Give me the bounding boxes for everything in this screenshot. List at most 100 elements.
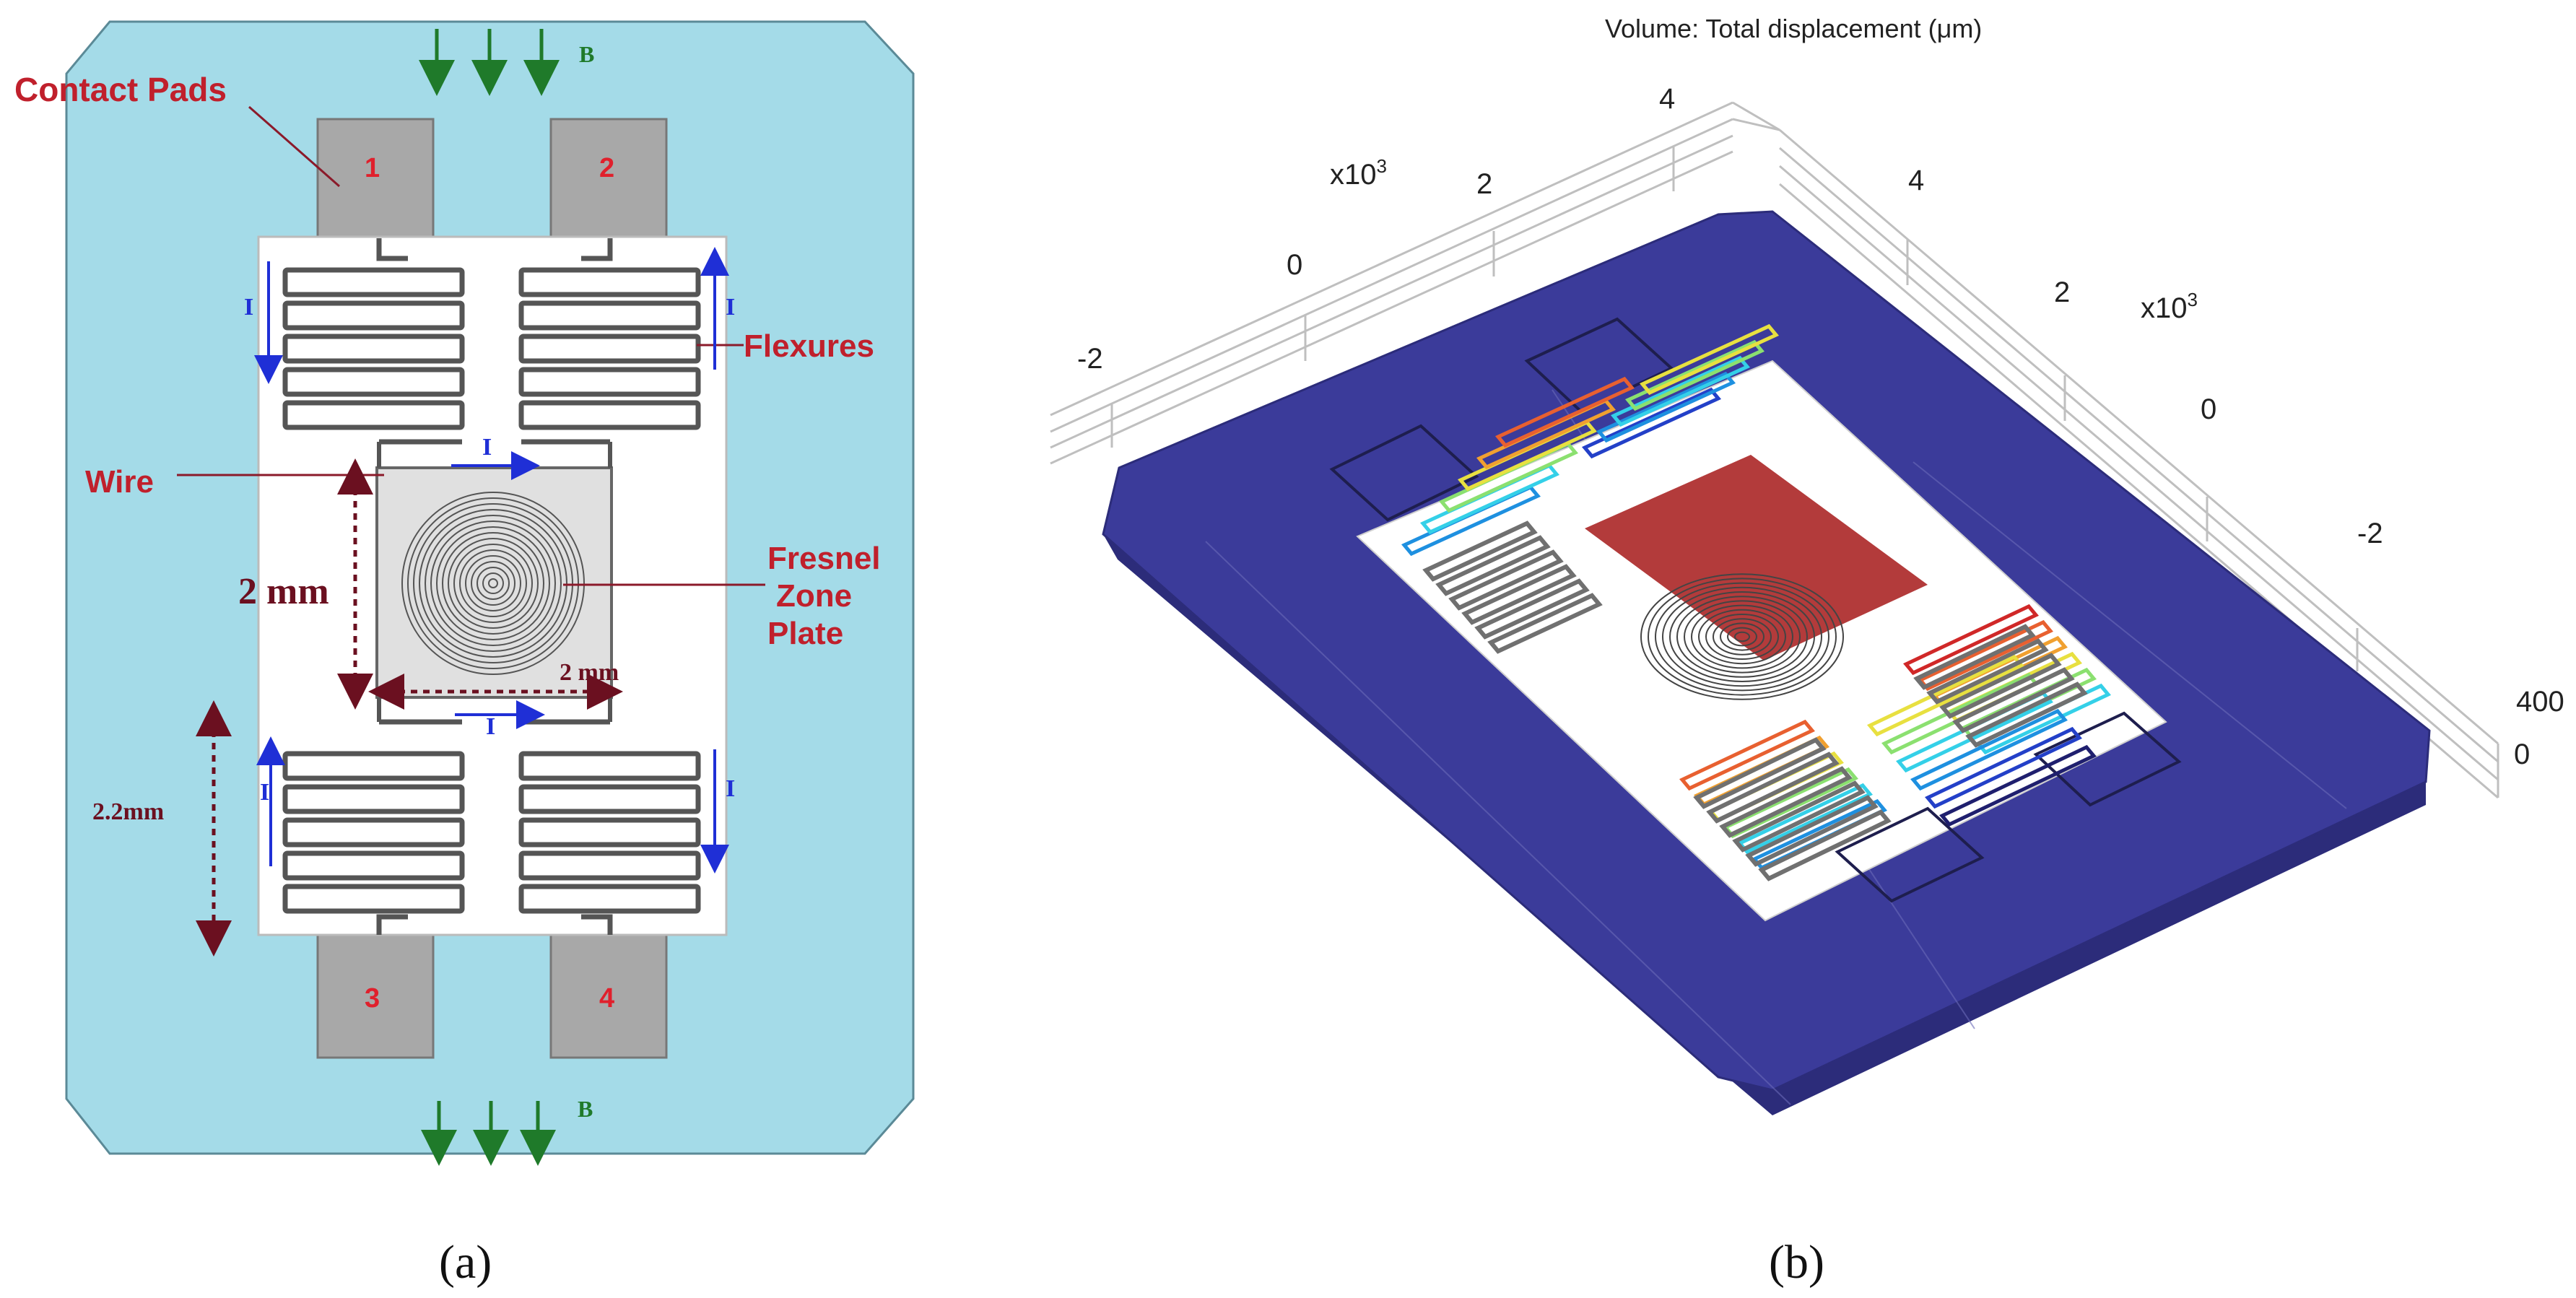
flexure-loop — [518, 400, 701, 430]
flexure-loop — [518, 267, 701, 297]
current-label-3: I — [260, 779, 269, 806]
field-label-top: B — [579, 41, 594, 67]
fzp-ring — [488, 578, 498, 588]
fzp-ring — [430, 520, 556, 646]
fzp-ring-3d — [1734, 631, 1750, 643]
displaced-flexure-loop — [1939, 744, 2097, 827]
current-arrows — [254, 247, 729, 874]
undeformed-flexure-loop — [1939, 653, 2062, 719]
fzp-ring — [465, 555, 521, 611]
current-label-4: I — [726, 775, 735, 802]
fzp-ring — [459, 549, 527, 617]
dim-2-2mm-label: 2.2mm — [92, 798, 164, 825]
pad-number-3: 3 — [365, 983, 380, 1014]
dim-2mm-horizontal-label: 2 mm — [560, 659, 619, 686]
fzp-ring — [425, 515, 562, 652]
undeformed-flexure-loop — [1435, 535, 1551, 596]
flexure-connector — [376, 238, 408, 261]
flexure-loop — [282, 817, 465, 848]
fzp-ring — [413, 503, 573, 663]
fzp-ring-3d — [1698, 609, 1786, 665]
undeformed-flexure-loop — [1693, 737, 1827, 809]
x-tick-2: 2 — [1476, 168, 1492, 200]
flexure-loop — [518, 334, 701, 364]
fzp-ring-3d — [1691, 604, 1793, 669]
flexure-loop — [518, 367, 701, 397]
fzp-ring-3d — [1727, 627, 1757, 647]
plot-title: Volume: Total displacement (μm) — [1605, 14, 1982, 43]
y-multiplier: x103 — [2141, 289, 2198, 324]
x-tick-0: 0 — [1287, 249, 1302, 281]
fzp-ring-3d — [1640, 573, 1844, 700]
pad-number-4: 4 — [599, 983, 614, 1014]
x-tick--2: -2 — [1077, 343, 1103, 375]
displaced-flexure-loop — [1946, 651, 2082, 723]
flexure-connector — [581, 238, 613, 261]
fzp-ring-3d — [1720, 622, 1765, 651]
caption-a: (a) — [439, 1236, 492, 1289]
flexure-loop — [518, 884, 701, 914]
fzp-ring — [442, 532, 544, 635]
fzp-ring — [471, 561, 515, 606]
field-label-bottom: B — [578, 1096, 593, 1122]
fzp-ring — [477, 567, 510, 600]
displaced-flexure-loop — [1581, 387, 1722, 459]
displaced-flexure-loop — [1610, 355, 1751, 427]
undeformed-flexure-loop — [1461, 564, 1577, 625]
fzp-ring-3d — [1684, 600, 1801, 674]
undeformed-flexure-loop — [1913, 624, 2036, 690]
undeformed-flexure-loop — [1448, 549, 1564, 611]
wire-label: Wire — [85, 464, 154, 500]
caption-b: (b) — [1769, 1236, 1824, 1289]
fzp-ring-3d — [1669, 591, 1815, 682]
fzp-ring-3d — [1676, 596, 1808, 678]
fzp-ring-3d — [1662, 586, 1822, 687]
fzp-label-line1: Fresnel — [767, 541, 881, 576]
displaced-plate — [1585, 455, 1928, 661]
contact-pad-1 — [316, 118, 435, 243]
y-tick-0: 0 — [2201, 393, 2216, 425]
fzp-ring — [453, 544, 533, 623]
fzp-ring-3d — [1705, 614, 1779, 660]
displaced-flexure-loop — [1867, 654, 2024, 737]
flexure-loop — [282, 850, 465, 881]
fzp-ring — [448, 538, 539, 629]
undeformed-flexure-loop — [1706, 752, 1840, 824]
contact-pad-3 — [316, 933, 435, 1059]
undeformed-flexure-loop — [1965, 681, 2088, 748]
flexure-loop — [282, 751, 465, 781]
fzp-ring — [407, 497, 579, 669]
flexure-loop — [282, 400, 465, 430]
displaced-flexure-loop — [1596, 371, 1736, 443]
fzp-rings-3d — [1640, 573, 1844, 700]
pad-outlines — [1329, 317, 2182, 903]
undeformed-flexure-loop — [1732, 780, 1866, 853]
y-tick--2: -2 — [2357, 518, 2383, 549]
wire-top — [377, 442, 612, 468]
current-label-1: I — [244, 294, 253, 321]
y-tick-2: 2 — [2054, 276, 2070, 308]
pad-number-2: 2 — [599, 153, 614, 183]
flexure-loop — [518, 784, 701, 814]
flexure-connector — [376, 914, 408, 935]
current-label-6: I — [486, 713, 495, 740]
axis-frame — [1050, 101, 2499, 799]
flexure-loop — [518, 751, 701, 781]
flexure-loop — [518, 850, 701, 881]
field-arrows-top — [419, 29, 560, 96]
undeformed-flexure-loop — [1926, 638, 2049, 705]
flexures — [282, 238, 701, 935]
flexure-loop — [282, 334, 465, 364]
fzp-label-line2: Zone — [776, 578, 852, 614]
displaced-flexure-loop — [1494, 376, 1635, 448]
displaced-flexure-loop — [1925, 726, 2082, 809]
displaced-flexure-loop — [1624, 339, 1765, 411]
x-tick-4: 4 — [1659, 83, 1675, 115]
fzp-ring-3d — [1655, 582, 1829, 692]
fzp-ring — [419, 509, 567, 658]
fzp-ring — [436, 526, 550, 640]
flexure-loop — [282, 784, 465, 814]
z-tick-0: 0 — [2514, 739, 2530, 770]
flexure-loop — [282, 884, 465, 914]
panel-b: Volume: Total displacement (μm) -2 0 — [1050, 14, 2564, 1289]
